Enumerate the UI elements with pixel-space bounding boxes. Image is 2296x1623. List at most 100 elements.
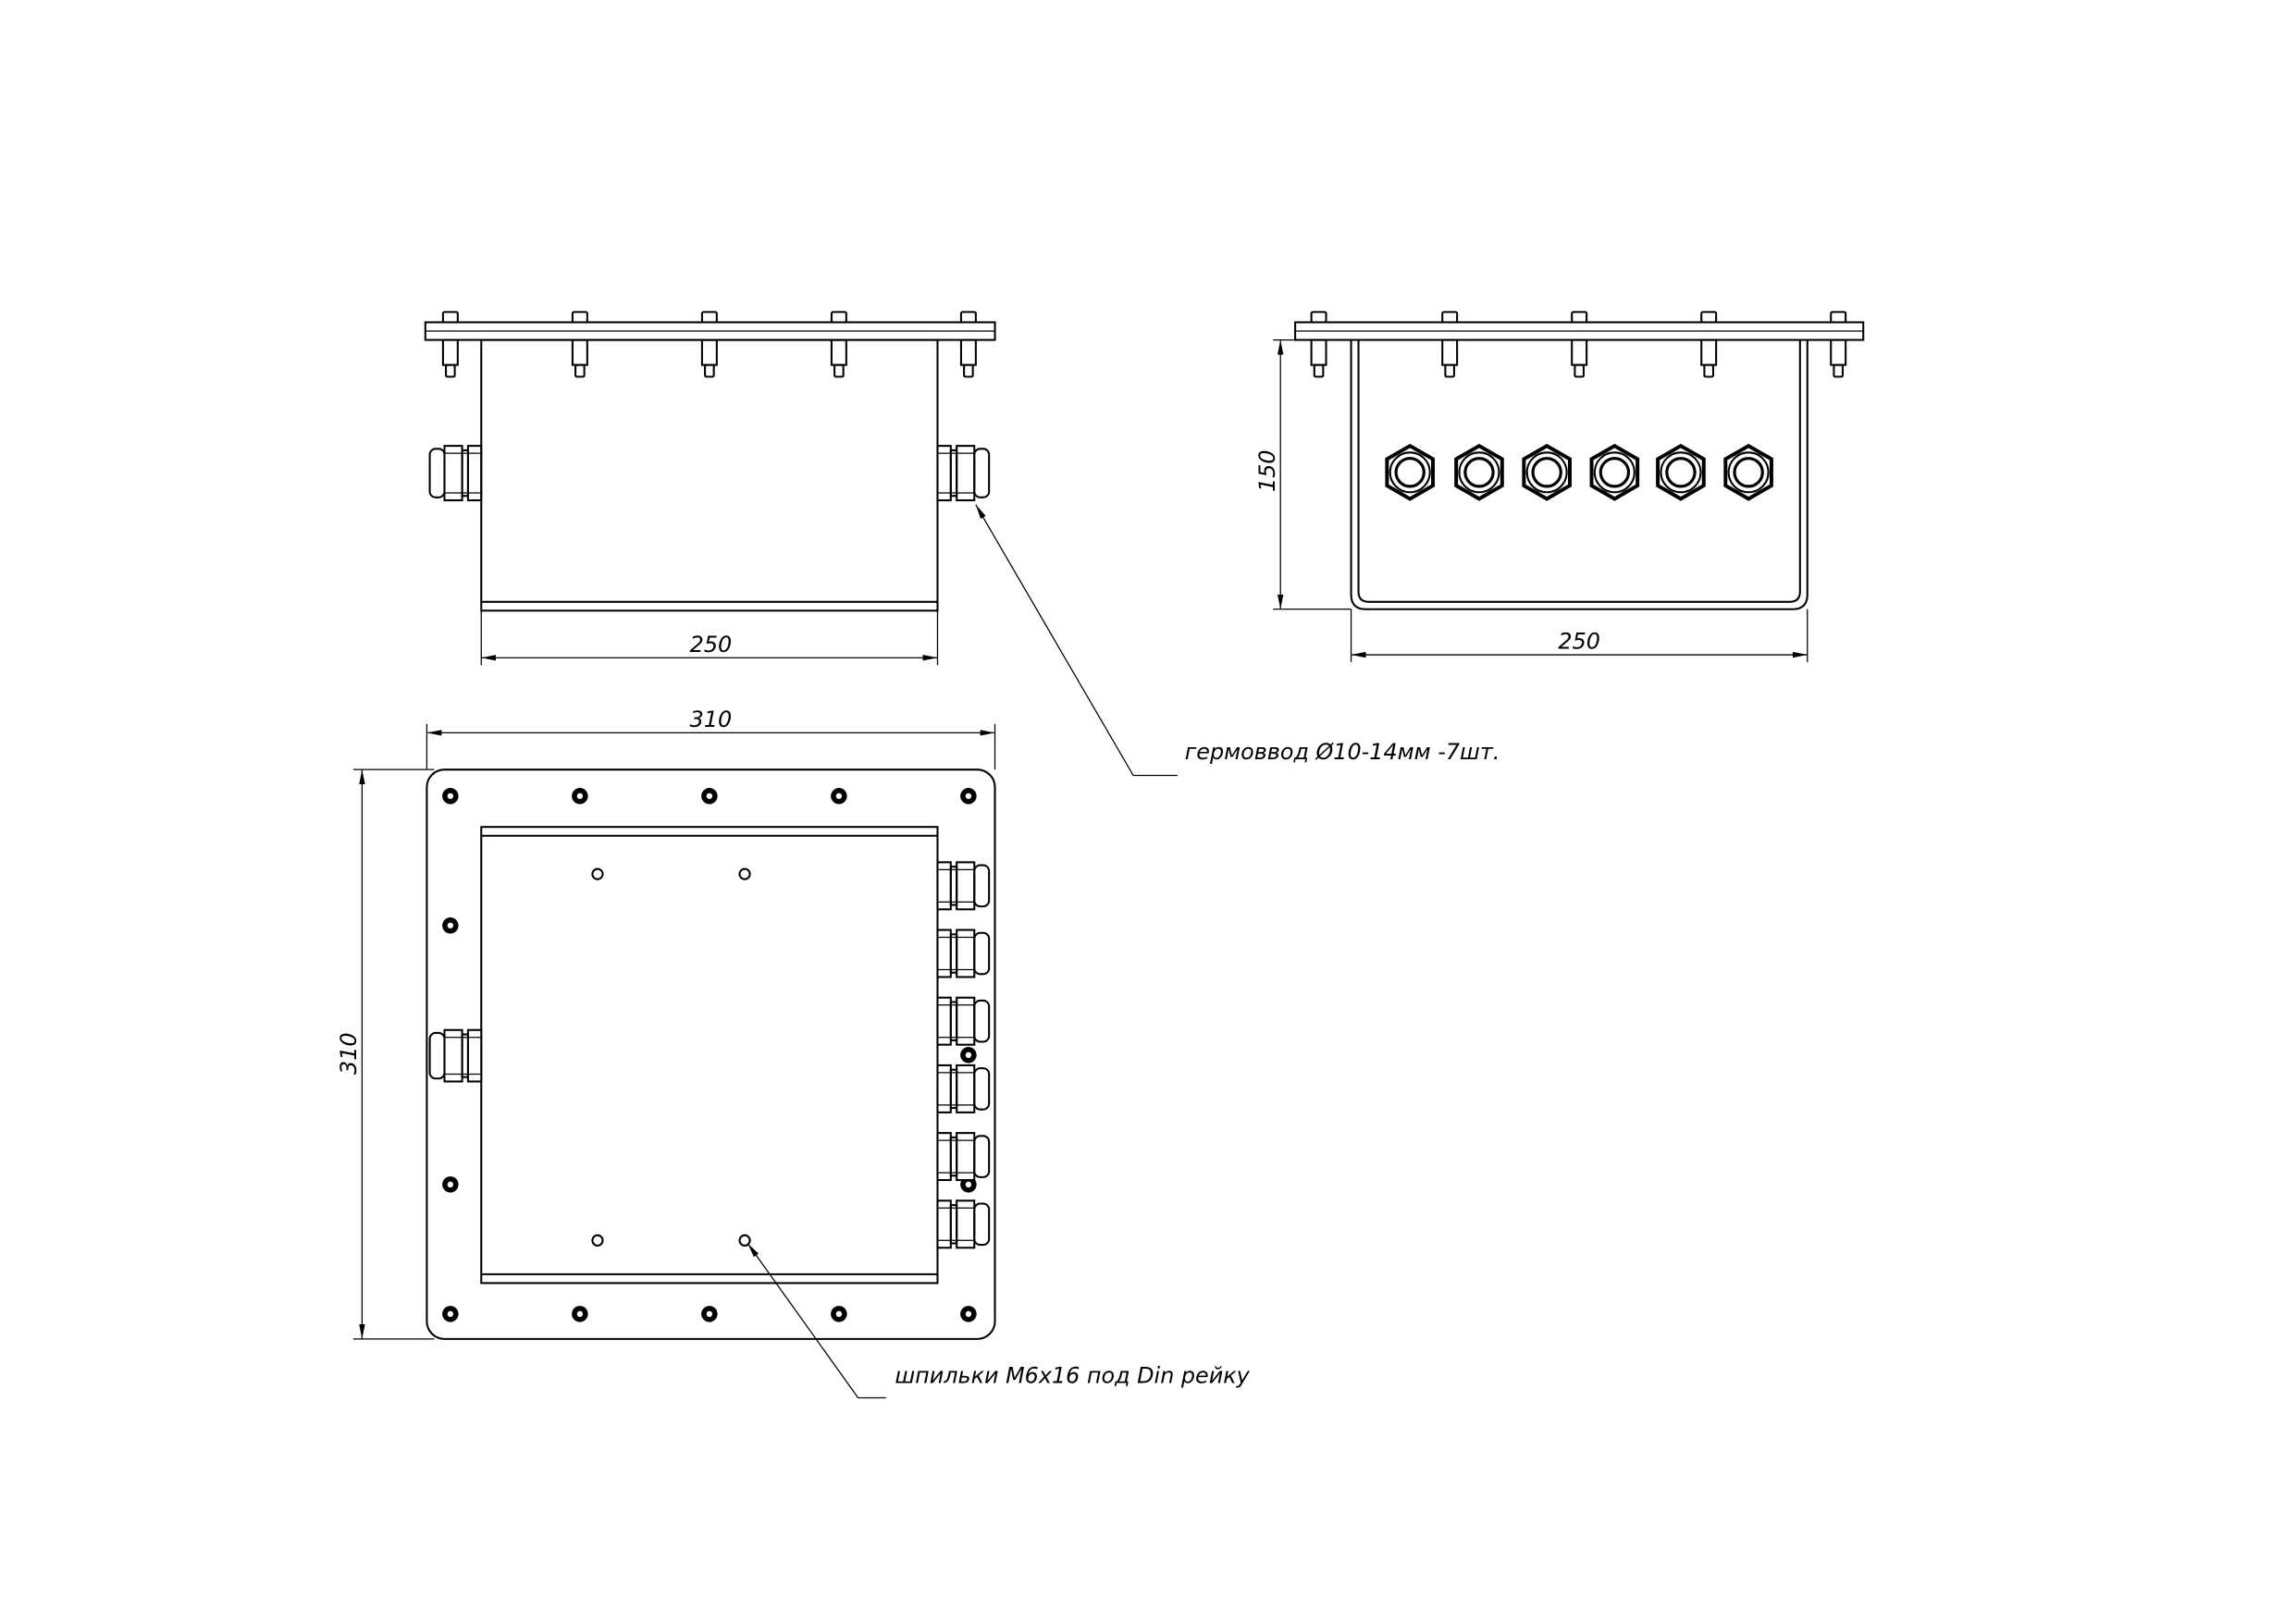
gland-bore	[1733, 457, 1764, 488]
bolt	[700, 311, 718, 378]
mounting-hole-center	[835, 1310, 843, 1318]
gland-bore	[1463, 457, 1495, 488]
mounting-hole-center	[706, 1310, 713, 1318]
bolt-tip	[574, 363, 586, 378]
cable-gland	[936, 1064, 991, 1113]
dimension-label: 310	[690, 707, 733, 732]
gland-ring	[1458, 451, 1500, 494]
dimension-label: 310	[336, 1032, 362, 1075]
cable-gland	[1723, 443, 1773, 501]
cable-gland	[1385, 443, 1436, 501]
enclosure-body	[1350, 339, 1808, 610]
cable-gland	[1589, 443, 1640, 501]
bolt-head	[1441, 311, 1459, 324]
bolt-shank	[959, 338, 977, 366]
bolt-shank	[1700, 338, 1718, 366]
gland-bore	[1394, 457, 1426, 488]
cable-gland	[936, 928, 991, 978]
gland-hex-nut	[1522, 443, 1572, 501]
gland-hex-nut	[1589, 443, 1640, 501]
bolt-shank	[571, 338, 588, 366]
bolt-head	[700, 311, 718, 324]
gland-ring	[1593, 451, 1636, 494]
din-studs-note: шпильки М6х16 под Din рейку	[895, 1363, 1250, 1389]
dimension-width: 310	[426, 707, 996, 770]
gland-hex-nut	[1723, 443, 1773, 501]
din-stud	[738, 867, 751, 880]
cable-gland	[936, 1064, 991, 1113]
gland-hex-nut	[1656, 443, 1706, 501]
gland-hex-nut	[1454, 443, 1504, 501]
cable-gland	[936, 861, 991, 911]
front-view: 250	[424, 311, 1178, 777]
gland-bore	[1599, 457, 1631, 488]
bolt-head	[959, 311, 977, 324]
mounting-hole-center	[965, 1310, 972, 1318]
bolt-head	[441, 311, 459, 324]
bolt	[1441, 311, 1459, 378]
gland-cap	[973, 1135, 991, 1178]
din-stud	[738, 1234, 751, 1247]
bolt-shank	[700, 338, 718, 366]
bolt-head	[830, 311, 847, 324]
mounting-hole-center	[576, 1310, 584, 1318]
cable-gland	[936, 996, 991, 1046]
cable-gland-note: гермоввод Ø10-14мм -7шт.	[1185, 739, 1500, 765]
bolt-tip	[1444, 363, 1455, 378]
dimension-width: 250	[1350, 609, 1808, 663]
cable-gland	[1454, 443, 1504, 501]
gland-cap	[973, 1202, 991, 1247]
mounting-hole-center	[706, 793, 713, 799]
bolt-shank	[1441, 338, 1459, 366]
gland-cap	[973, 999, 991, 1043]
gland-bore	[1665, 457, 1697, 488]
bolt-shank	[830, 338, 847, 366]
mounting-hole-center	[447, 1181, 454, 1188]
mounting-hole-center	[965, 793, 972, 799]
bolt-tip	[963, 363, 974, 378]
bolt	[959, 311, 977, 378]
gland-body	[956, 445, 976, 502]
cable-gland	[936, 445, 991, 502]
gland-cap	[973, 1067, 991, 1111]
bolt-head	[1700, 311, 1718, 324]
cable-gland	[1656, 443, 1706, 501]
bolt	[830, 311, 847, 378]
cable-gland	[936, 1199, 991, 1249]
gland-ring	[1525, 451, 1568, 494]
bolt-shank	[441, 338, 459, 366]
cable-gland	[936, 1199, 991, 1249]
cable-gland	[936, 1132, 991, 1182]
gland-cap	[428, 448, 446, 498]
dimension-label: 250	[690, 632, 733, 658]
bolt-shank	[1571, 338, 1588, 366]
leader-line	[747, 1243, 886, 1399]
bolt-tip	[1574, 363, 1585, 378]
cable-gland	[1522, 443, 1572, 501]
bolt	[1830, 311, 1847, 378]
cable-gland	[428, 445, 483, 502]
din-stud	[591, 867, 604, 880]
bolt-tip	[445, 363, 456, 378]
cable-gland	[936, 996, 991, 1046]
mounting-hole-center	[447, 1310, 454, 1318]
bolt-shank	[1830, 338, 1847, 366]
bolt-tip	[1703, 363, 1714, 378]
din-stud	[591, 1234, 604, 1247]
side-view: 150 250	[1254, 311, 1865, 663]
bolt-head	[1571, 311, 1588, 324]
gland-body	[443, 445, 463, 502]
bolt	[1571, 311, 1588, 378]
gland-ring	[1727, 451, 1770, 494]
gland-cap	[973, 931, 991, 976]
bolt-head	[1310, 311, 1327, 324]
bolt-tip	[1833, 363, 1844, 378]
bolt-head	[571, 311, 588, 324]
mounting-hole-center	[835, 793, 843, 799]
mounting-hole-center	[447, 922, 454, 928]
gland-nut	[936, 445, 952, 502]
bolt-tip	[704, 363, 715, 378]
gland-cap	[973, 448, 991, 498]
mounting-hole-center	[965, 1181, 972, 1188]
dimension-height: 310	[336, 768, 435, 1340]
